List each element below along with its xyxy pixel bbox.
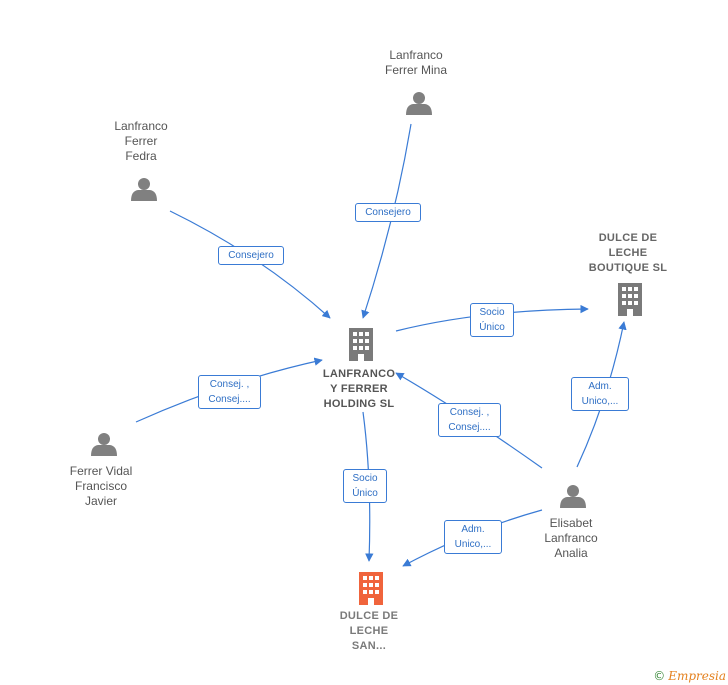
edge-label-consejero[interactable]: Consejero <box>355 203 421 222</box>
person-icon[interactable] <box>131 178 157 201</box>
node-label-elisabet-lanfranco-analia[interactable]: Elisabet Lanfranco Analia <box>544 516 598 560</box>
brand-footer: ©Empresia <box>653 669 726 683</box>
edge-label-adm-unico[interactable]: Adm. Unico,... <box>571 377 629 411</box>
building-icon[interactable] <box>618 283 642 316</box>
person-icon[interactable] <box>91 433 117 456</box>
person-icon[interactable] <box>560 485 586 508</box>
brand-logo: Empresia <box>668 669 726 683</box>
edge-label-consej[interactable]: Consej. , Consej.... <box>198 375 261 409</box>
node-label-lanfranco-ferrer-mina[interactable]: Lanfranco Ferrer Mina <box>384 48 447 77</box>
building-icon[interactable] <box>359 572 383 605</box>
node-label-dulce-de-leche-san[interactable]: DULCE DE LECHE SAN... <box>339 610 399 652</box>
node-label-dulce-de-leche-boutique[interactable]: DULCE DE LECHE BOUTIQUE SL <box>588 232 668 274</box>
edge-label-adm-unico[interactable]: Adm. Unico,... <box>444 520 502 554</box>
node-label-lanfranco-ferrer-fedra[interactable]: Lanfranco Ferrer Fedra <box>114 119 168 163</box>
edge-label-consejero[interactable]: Consejero <box>218 246 284 265</box>
copyright-icon: © <box>653 669 666 683</box>
building-icon[interactable] <box>349 328 373 361</box>
edge-label-socio-unico[interactable]: Socio Único <box>343 469 387 503</box>
node-label-ferrer-vidal-francisco-javier[interactable]: Ferrer Vidal Francisco Javier <box>69 464 133 508</box>
node-label-lanfranco-y-ferrer-holding[interactable]: LANFRANCO Y FERRER HOLDING SL <box>322 368 396 410</box>
edge-label-socio-unico[interactable]: Socio Único <box>470 303 514 337</box>
edge-label-consej[interactable]: Consej. , Consej.... <box>438 403 501 437</box>
person-icon[interactable] <box>406 92 432 115</box>
